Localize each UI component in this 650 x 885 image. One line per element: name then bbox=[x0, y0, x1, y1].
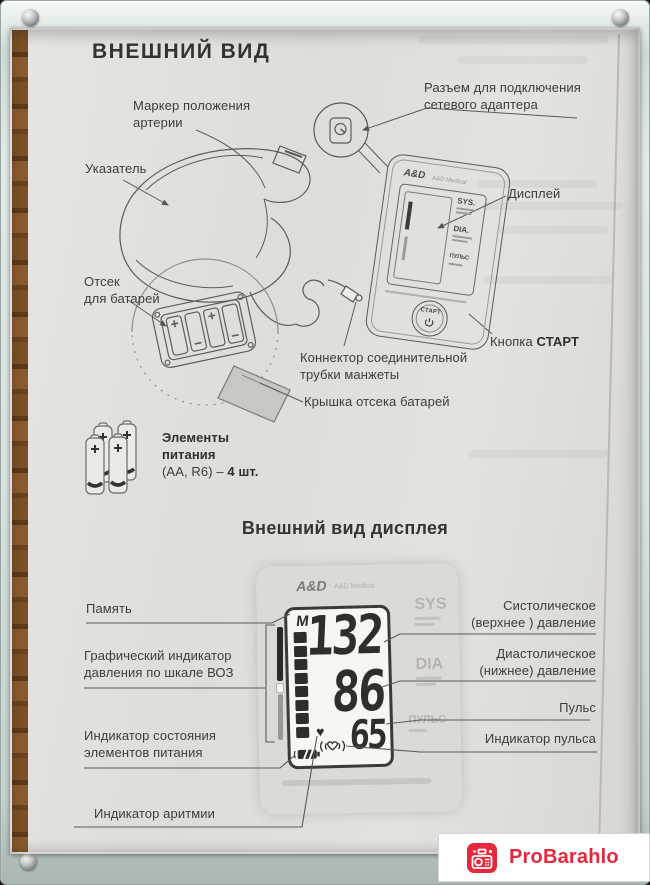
label-display: Дисплей bbox=[508, 186, 561, 201]
table-background bbox=[12, 30, 28, 852]
label-line: Кнопка bbox=[490, 334, 533, 349]
label-who-scale: Графический индикатор давления по шкале … bbox=[84, 648, 234, 682]
label-tube-connector: Коннектор соединительной трубки манжеты bbox=[300, 350, 467, 384]
label-bold: Элементы bbox=[162, 430, 230, 445]
label-line: Отсек bbox=[84, 274, 120, 289]
label-systolic: Систолическое (верхнее ) давление bbox=[386, 598, 596, 632]
label-line: Систолическое bbox=[503, 598, 596, 613]
bleed-through-line bbox=[468, 450, 608, 458]
label-line: Индикатор состояния bbox=[84, 728, 217, 743]
label-adapter-jack: Разъем для подключения сетевого адаптера bbox=[424, 80, 581, 114]
label-line: Диастолическое bbox=[496, 646, 596, 661]
label-bold: 4 шт. bbox=[227, 463, 259, 479]
label-line: трубки манжеты bbox=[300, 366, 400, 382]
bleed-through-line bbox=[483, 202, 623, 210]
bleed-through-line bbox=[498, 226, 608, 234]
bleed-through-line bbox=[483, 276, 613, 284]
display-section-title: Внешний вид дисплея bbox=[241, 518, 449, 538]
who-scale-bar-dark bbox=[277, 627, 283, 681]
frame-screw-icon bbox=[22, 9, 39, 26]
label-battery-compartment: Отсек для батарей bbox=[84, 274, 160, 308]
label-line: Маркер положения bbox=[133, 98, 251, 113]
label-pulse-indicator: Индикатор пульса bbox=[484, 731, 596, 746]
label-line: сетевого адаптера bbox=[424, 96, 538, 112]
frame-screw-icon bbox=[612, 9, 629, 26]
label-arrhythmia: Индикатор аритмии bbox=[94, 806, 216, 821]
label-line: (верхнее ) давление bbox=[471, 614, 596, 630]
lcd-display: M 132 86 65 bbox=[283, 603, 395, 770]
batteries-caption: Элементы питания (AA, R6) – 4 шт. bbox=[162, 430, 258, 481]
label-line: Коннектор соединительной bbox=[300, 350, 468, 365]
label-battery-status: Индикатор состояния элементов питания bbox=[84, 728, 216, 762]
manual-page: ВНЕШНИЙ ВИД bbox=[28, 30, 638, 852]
device-diagram-art bbox=[85, 102, 578, 495]
battery-icon bbox=[293, 748, 320, 760]
label-pointer: Указатель bbox=[85, 161, 147, 176]
label-line: давления по шкале ВОЗ bbox=[84, 664, 234, 680]
label-battery-cover: Крышка отсека батарей bbox=[304, 394, 450, 409]
label-line: Графический индикатор bbox=[84, 648, 232, 663]
camera-badge-icon bbox=[467, 842, 497, 873]
label-line: элементов питания bbox=[84, 744, 203, 760]
label-bold: СТАРТ bbox=[536, 334, 580, 349]
label-start-button: Кнопка СТАРТ bbox=[490, 334, 579, 351]
label-line: (нижнее) давление bbox=[479, 662, 596, 678]
label-line: (AA, R6) – bbox=[162, 463, 228, 479]
watermark-badge: ProBarahlo bbox=[438, 833, 650, 882]
manual-photo: ВНЕШНИЙ ВИД bbox=[10, 28, 640, 854]
label-pulse: Пульс bbox=[559, 700, 596, 715]
start-button: СТАРТ bbox=[409, 298, 450, 339]
label-memory: Память bbox=[86, 601, 132, 616]
who-scale-bar-gray bbox=[278, 694, 283, 740]
label-diastolic: Диастолическое (нижнее) давление bbox=[386, 646, 596, 680]
watermark-text: ProBarahlo bbox=[509, 846, 619, 868]
label-bold: питания bbox=[162, 446, 216, 462]
page-title: ВНЕШНИЙ ВИД bbox=[92, 40, 271, 63]
label-line: Разъем для подключения bbox=[424, 80, 581, 95]
power-icon bbox=[424, 318, 434, 327]
blood-pressure-monitor-drawing: A&D A&D Medical SYS. DIA. ПУЛЬС bbox=[363, 152, 513, 352]
display-diagram-lines bbox=[74, 613, 597, 828]
bleed-through-line bbox=[458, 56, 588, 64]
label-line: артерии bbox=[133, 114, 183, 130]
bleed-through-line bbox=[418, 36, 608, 44]
bleed-through-line bbox=[478, 180, 598, 188]
who-scale-bar-marker bbox=[276, 683, 284, 693]
frame-screw-icon bbox=[20, 853, 37, 870]
label-artery-marker: Маркер положения артерии bbox=[133, 98, 250, 132]
label-line: для батарей bbox=[84, 290, 160, 306]
pulse-heart-icon bbox=[320, 740, 346, 752]
